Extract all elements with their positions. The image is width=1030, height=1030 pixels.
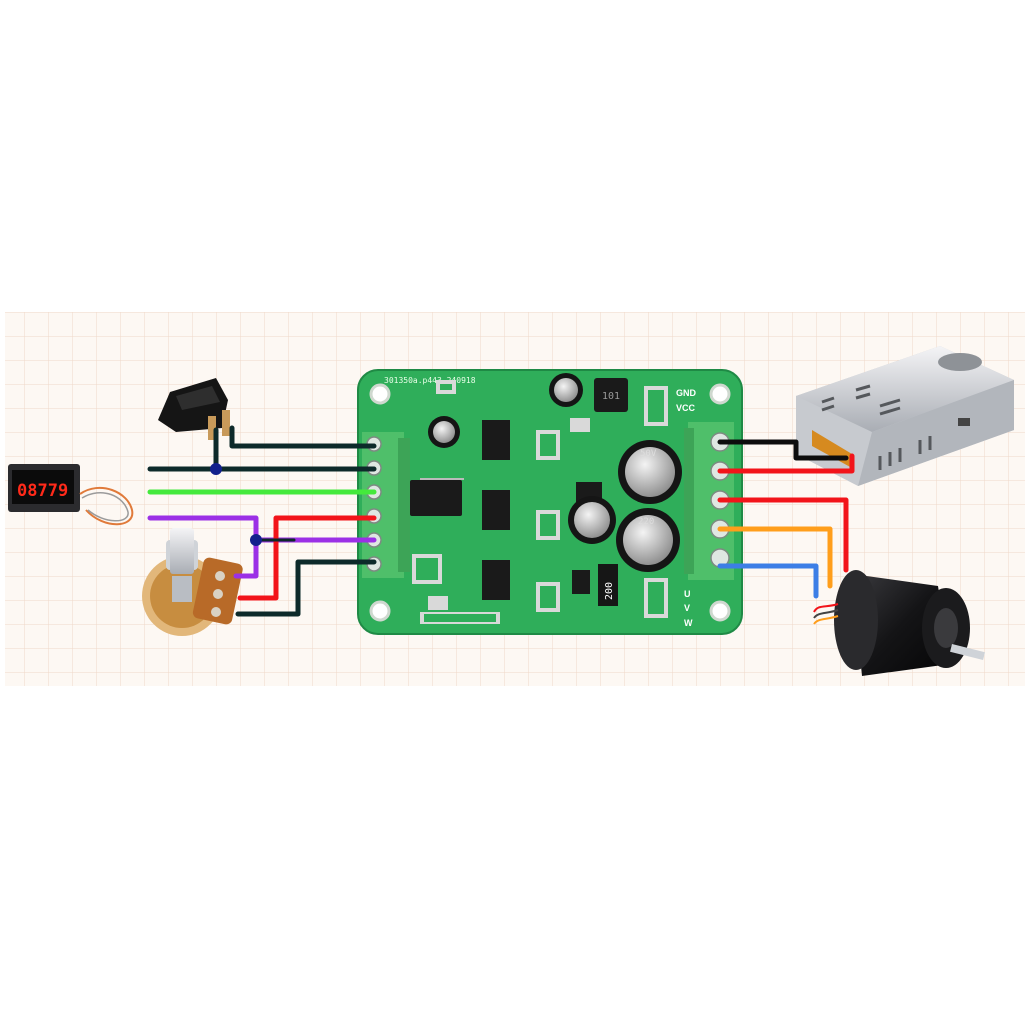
left-terminal-block xyxy=(362,432,410,578)
wire-red-psu xyxy=(717,453,855,474)
capacitor-rating: 50V xyxy=(640,449,657,459)
mosfet-chip xyxy=(482,560,510,600)
led-voltmeter-icon: 08779 xyxy=(8,464,134,526)
pin-label-gnd: GND xyxy=(676,388,697,398)
mosfet-chip xyxy=(482,490,510,530)
mosfet-chip xyxy=(482,420,510,460)
resistor xyxy=(598,564,618,606)
junction-dot xyxy=(250,534,262,546)
pin-label-v: V xyxy=(684,603,690,613)
mcu-chip xyxy=(410,480,462,516)
pin-label-vcc: VCC xyxy=(676,403,696,413)
wire-red-left xyxy=(237,515,377,601)
wire-orange-motor xyxy=(717,526,833,589)
capacitor-large xyxy=(616,508,680,572)
mounting-hole xyxy=(369,383,391,405)
rocker-switch-icon xyxy=(158,378,230,440)
wire-blue-motor xyxy=(717,563,819,599)
voltmeter-reading: 08779 xyxy=(17,481,68,501)
wire-black-psu xyxy=(717,439,849,461)
mounting-hole xyxy=(369,600,391,622)
wire-purple-a xyxy=(147,515,377,543)
capacitor-small xyxy=(428,416,460,448)
wires xyxy=(147,425,855,617)
wire-switch xyxy=(229,425,377,449)
pin-label-w: W xyxy=(684,618,693,628)
board-part-number: 301350a.p443.240918 xyxy=(384,376,476,385)
capacitor-value: 220 xyxy=(638,517,654,527)
wire-dark-left xyxy=(235,559,377,617)
inductor xyxy=(594,378,628,412)
wire-red-motor xyxy=(717,497,849,573)
mounting-hole xyxy=(709,600,731,622)
power-supply-icon xyxy=(796,346,1014,486)
driver-board: 301350a.p443.240918 GND VCC U V W xyxy=(357,369,743,635)
wire-purple-b xyxy=(233,537,259,579)
capacitor-large xyxy=(618,440,682,504)
mounting-hole xyxy=(709,383,731,405)
junction-dot xyxy=(210,463,222,475)
pin-label-u: U xyxy=(684,589,691,599)
resistor-label: 200 xyxy=(604,582,615,600)
bldc-motor-icon xyxy=(813,570,985,676)
potentiometer-icon xyxy=(142,528,243,636)
capacitor-small xyxy=(549,373,583,407)
inductor-label: 101 xyxy=(602,391,620,402)
capacitor-large xyxy=(568,496,616,544)
